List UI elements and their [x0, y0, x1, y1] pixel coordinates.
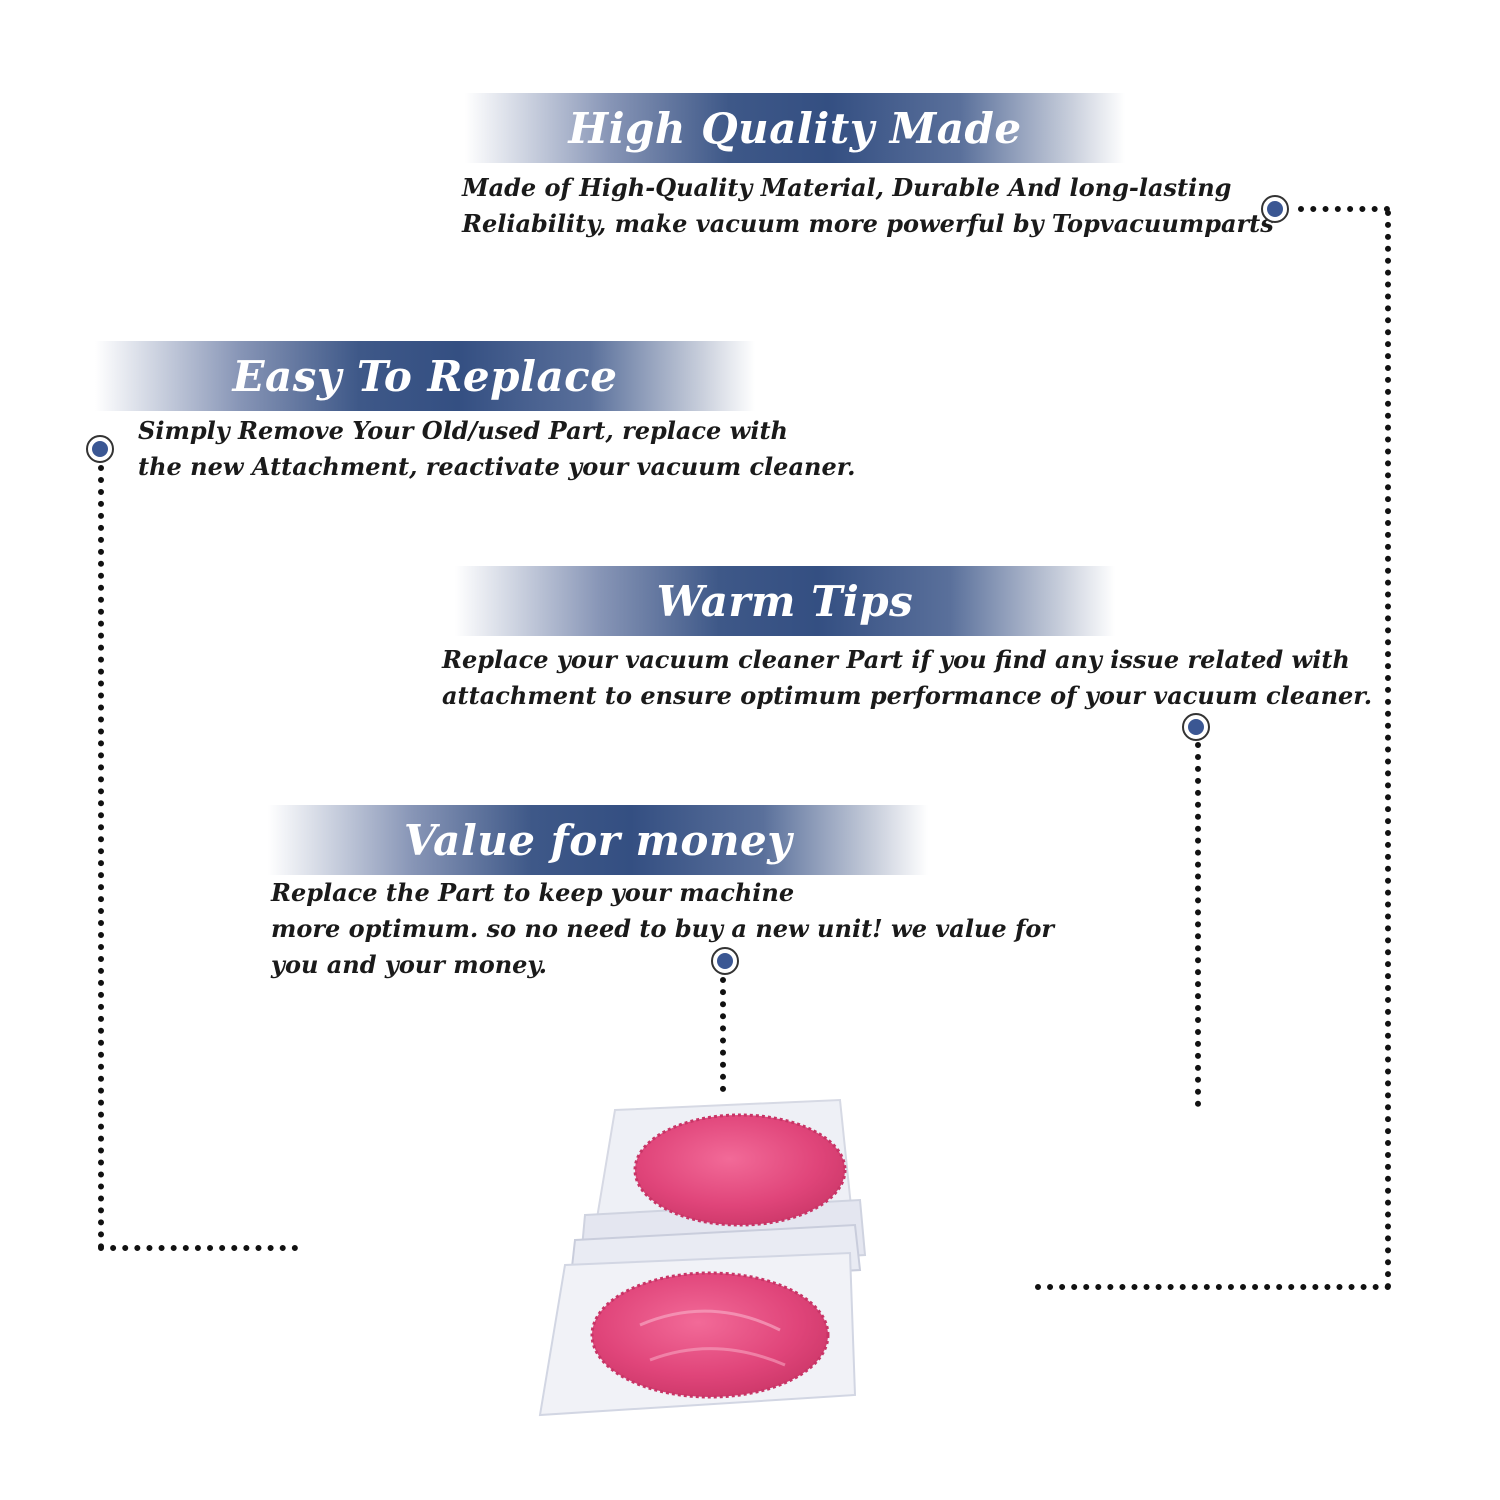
target-dot-icon [711, 947, 739, 975]
section-title: High Quality Made [568, 103, 1022, 153]
banner-high-quality: High Quality Made [465, 93, 1125, 163]
product-image [538, 1098, 867, 1417]
connector-line [1385, 210, 1391, 1290]
connector-line [98, 1245, 298, 1251]
section-description: Simply Remove Your Old/used Part, replac… [138, 413, 856, 485]
connector-line [1298, 206, 1390, 212]
connector-line [1035, 1284, 1391, 1290]
section-description: Made of High-Quality Material, Durable A… [462, 170, 1274, 242]
description-line: the new Attachment, reactivate your vacu… [138, 452, 856, 481]
description-line: attachment to ensure optimum performance… [442, 681, 1373, 710]
description-line: Replace your vacuum cleaner Part if you … [442, 645, 1350, 674]
description-line: Simply Remove Your Old/used Part, replac… [138, 416, 788, 445]
section-description: Replace the Part to keep your machine mo… [271, 875, 1054, 983]
description-line: Made of High-Quality Material, Durable A… [462, 173, 1232, 202]
section-title: Easy To Replace [232, 351, 618, 401]
description-line: more optimum. so no need to buy a new un… [271, 914, 1054, 943]
section-title: Warm Tips [656, 576, 914, 626]
target-dot-icon [1261, 195, 1289, 223]
banner-warm-tips: Warm Tips [455, 566, 1115, 636]
banner-value-money: Value for money [268, 805, 928, 875]
section-description: Replace your vacuum cleaner Part if you … [442, 642, 1372, 714]
description-line: Replace the Part to keep your machine [271, 878, 795, 907]
banner-easy-replace: Easy To Replace [95, 341, 755, 411]
target-dot-icon [1182, 713, 1210, 741]
description-line: Reliability, make vacuum more powerful b… [462, 209, 1274, 238]
connector-line [98, 465, 104, 1250]
connector-line [1195, 742, 1201, 1107]
connector-line [720, 977, 726, 1092]
description-line: you and your money. [271, 950, 547, 979]
section-title: Value for money [403, 815, 793, 865]
target-dot-icon [86, 435, 114, 463]
